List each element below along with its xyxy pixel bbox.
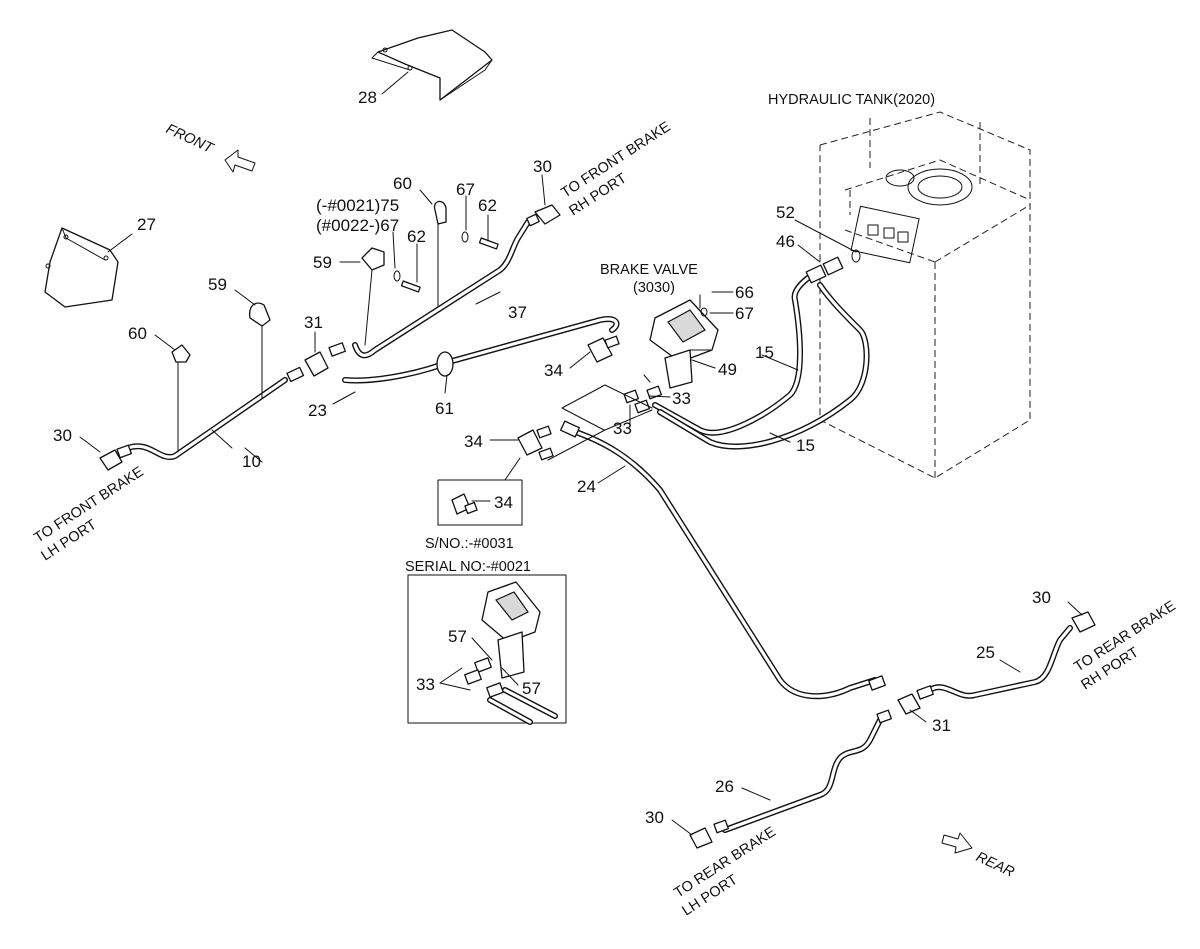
callout-60-left: 60 xyxy=(128,324,147,343)
hydraulic-tank xyxy=(819,111,1031,479)
callout-30-rear-lh: 30 xyxy=(645,808,664,827)
callout-26: 26 xyxy=(715,777,734,796)
callout-33-left: 33 xyxy=(613,419,632,438)
rear-direction-label: REAR xyxy=(973,849,1017,881)
callout-24: 24 xyxy=(577,477,596,496)
inset-large xyxy=(407,574,567,725)
part-27-bracket xyxy=(44,227,133,308)
callout-66: 66 xyxy=(735,283,754,302)
pipes xyxy=(125,219,1073,833)
callout-33-inset: 33 xyxy=(416,675,435,694)
callout-37: 37 xyxy=(508,303,527,322)
callout-52: 52 xyxy=(776,203,795,222)
callout-33-right: 33 xyxy=(672,389,691,408)
callout-59-left: 59 xyxy=(208,275,227,294)
inset-large-title: SERIAL NO:-#0021 xyxy=(405,559,531,575)
callout-23: 23 xyxy=(308,401,327,420)
callout-34-upper: 34 xyxy=(544,361,563,380)
callout-27: 27 xyxy=(137,215,156,234)
callout-15-upper: 15 xyxy=(755,343,774,362)
callout-34-inset: 34 xyxy=(494,493,513,512)
callout-46: 46 xyxy=(776,232,795,251)
callout-30-rear-rh: 30 xyxy=(1032,588,1051,607)
callout-30-front-lh: 30 xyxy=(53,426,72,445)
callout-49: 49 xyxy=(718,360,737,379)
inset-small xyxy=(437,479,523,526)
part-28-cover xyxy=(371,29,493,101)
callout-31-mid: 31 xyxy=(304,313,323,332)
callout-57-lower: 57 xyxy=(522,679,541,698)
brake-valve-title: BRAKE VALVE xyxy=(600,262,698,278)
callout-31-rear: 31 xyxy=(932,716,951,735)
brake-valve-49 xyxy=(643,294,719,389)
brake-valve-ref: (3030) xyxy=(633,280,675,296)
callout-25: 25 xyxy=(976,643,995,662)
rear-arrow-icon xyxy=(941,832,973,854)
callout-30-front-rh: 30 xyxy=(533,157,552,176)
front-direction-label: FRONT xyxy=(163,121,216,157)
front-arrow-icon xyxy=(224,149,256,173)
labels: HYDRAULIC TANK(2020) BRAKE VALVE (3030) … xyxy=(31,88,1178,919)
callout-61: 61 xyxy=(435,399,454,418)
callout-67-top: 67 xyxy=(456,180,475,199)
inset-small-title: S/NO.:-#0031 xyxy=(425,536,514,552)
callout-67-serial: (#0022-)67 xyxy=(316,216,399,235)
fittings xyxy=(99,200,1096,849)
hydraulic-tank-title: HYDRAULIC TANK(2020) xyxy=(768,92,935,108)
callout-28: 28 xyxy=(358,88,377,107)
callout-67-valve: 67 xyxy=(735,304,754,323)
callout-75: (-#0021)75 xyxy=(316,196,399,215)
callout-57-upper: 57 xyxy=(448,627,467,646)
callout-15-lower: 15 xyxy=(796,436,815,455)
callout-34-lower: 34 xyxy=(464,432,483,451)
callout-10: 10 xyxy=(242,452,261,471)
callout-62-mid: 62 xyxy=(407,227,426,246)
leader-lines xyxy=(79,174,1083,836)
callout-59-mid: 59 xyxy=(313,253,332,272)
callout-60-top: 60 xyxy=(393,174,412,193)
callout-62-top: 62 xyxy=(478,196,497,215)
